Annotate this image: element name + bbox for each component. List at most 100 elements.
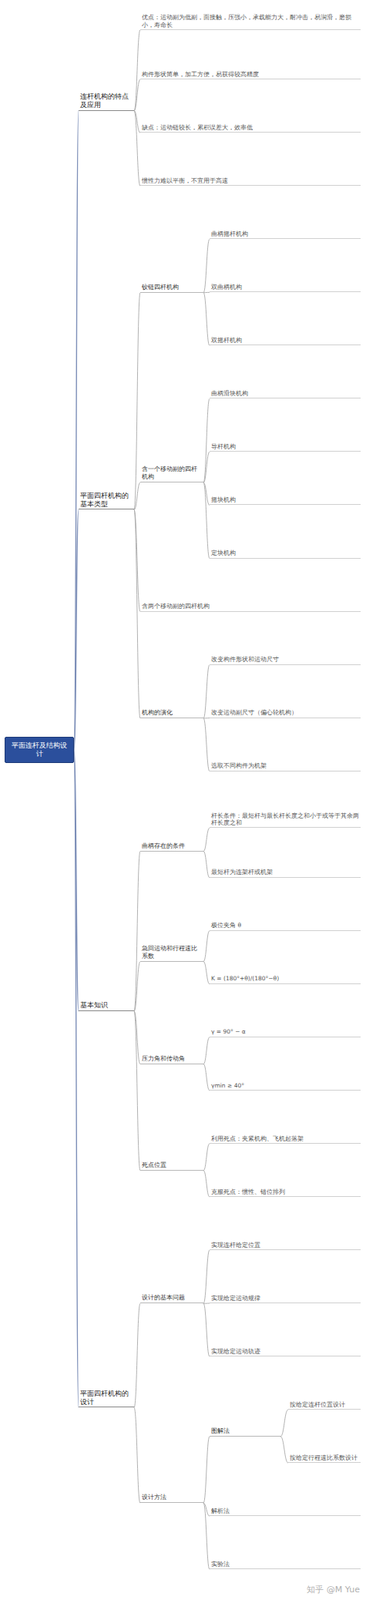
topic-text: γmin ≥ 40° bbox=[211, 1081, 360, 1089]
topic-text: 选取不同构件为机架 bbox=[211, 762, 360, 769]
sub-topic: 平面四杆机构的基本类型 bbox=[78, 490, 135, 510]
sub-topic: 图解法 bbox=[209, 1426, 281, 1437]
leaf-topic: 定块机构 bbox=[209, 548, 361, 558]
sub-topic: 含一个移动副的四杆机构 bbox=[140, 464, 204, 483]
branch-line bbox=[203, 1037, 210, 1065]
topic-text: 设计方法 bbox=[141, 1493, 202, 1501]
branch-line bbox=[134, 851, 141, 1011]
branch-line bbox=[203, 664, 210, 719]
branch-line bbox=[73, 749, 79, 1407]
leaf-topic: 按给定连杆位置设计 bbox=[288, 1400, 361, 1410]
leaf-topic: K = (180°+θ)/(180°−θ) bbox=[209, 973, 361, 984]
topic-text: 实现给定运动轨迹 bbox=[211, 1347, 360, 1355]
topic-text: 导杆机构 bbox=[211, 443, 360, 450]
topic-text: 按给定行程速比系数设计 bbox=[289, 1453, 360, 1461]
branch-line bbox=[73, 509, 79, 749]
branch-line bbox=[203, 930, 210, 962]
leaf-topic: 按给定行程速比系数设计 bbox=[288, 1453, 361, 1463]
branch-line bbox=[280, 1409, 289, 1437]
branch-line bbox=[203, 398, 210, 483]
topic-text: 改变运动副尺寸（偏心轮机构） bbox=[211, 708, 360, 716]
topic-text: 缺点：运动链较长，累积误差大，效率低 bbox=[141, 124, 360, 131]
branch-line bbox=[203, 961, 210, 984]
leaf-topic: 曲柄滑块机构 bbox=[209, 389, 361, 399]
topic-text: 机构的演化 bbox=[141, 708, 202, 717]
topic-text: 利用死点：夹紧机构、飞机起落架 bbox=[211, 1134, 360, 1142]
leaf-topic: 改变构件形状和运动尺寸 bbox=[209, 654, 361, 665]
leaf-topic: 实现给定运动轨迹 bbox=[209, 1346, 361, 1357]
topic-text: 死点位置 bbox=[141, 1161, 202, 1169]
branch-line bbox=[134, 110, 141, 187]
leaf-topic: 双摇杆机构 bbox=[209, 335, 361, 346]
sub-topic: 设计方法 bbox=[140, 1492, 204, 1503]
central-topic: 平面连杆及结构设计 bbox=[4, 736, 74, 764]
leaf-topic: 惯性力难以平衡，不宜用于高速 bbox=[140, 176, 361, 186]
branch-line bbox=[203, 1502, 210, 1569]
branch-line bbox=[203, 1302, 210, 1304]
branch-line bbox=[203, 827, 210, 851]
leaf-topic: 改变运动副尺寸（偏心轮机构） bbox=[209, 708, 361, 718]
branch-line bbox=[280, 1436, 289, 1463]
branch-line bbox=[203, 718, 210, 772]
leaf-topic: 摇块机构 bbox=[209, 495, 361, 505]
sub-topic: 曲柄存在的条件 bbox=[140, 841, 204, 852]
branch-line bbox=[203, 238, 210, 293]
branch-line bbox=[134, 509, 141, 719]
leaf-topic: 缺点：运动链较长，累积误差大，效率低 bbox=[140, 123, 361, 133]
topic-text: 曲柄滑块机构 bbox=[211, 389, 360, 397]
branch-line bbox=[203, 1170, 210, 1197]
sub-topic: 死点位置 bbox=[140, 1160, 204, 1171]
branch-line bbox=[134, 482, 141, 510]
topic-text: 双摇杆机构 bbox=[211, 336, 360, 344]
topic-text: 含一个移动副的四杆机构 bbox=[141, 465, 202, 481]
branch-line bbox=[203, 1249, 210, 1303]
sub-topic: 压力角和传动角 bbox=[140, 1054, 204, 1065]
topic-text: 实现给定运动规律 bbox=[211, 1294, 360, 1302]
topic-text: 曲柄存在的条件 bbox=[141, 842, 202, 850]
branch-line bbox=[203, 1302, 210, 1357]
leaf-topic: γmin ≥ 40° bbox=[209, 1081, 361, 1091]
topic-text: 实验法 bbox=[211, 1560, 360, 1568]
topic-text: 铰链四杆机构 bbox=[141, 283, 202, 292]
branch-line bbox=[203, 292, 210, 346]
topic-text: 急回运动和行程速比系数 bbox=[141, 944, 202, 961]
topic-text: 按给定连杆位置设计 bbox=[289, 1400, 360, 1408]
topic-text: 惯性力难以平衡，不宜用于高速 bbox=[141, 177, 360, 185]
topic-text: 含两个移动副的四杆机构 bbox=[141, 602, 360, 610]
branch-line bbox=[134, 1010, 141, 1171]
leaf-topic: 优点：运动副为低副，面接触，压强小，承载能力大，耐冲击，易润滑，磨损小，寿命长 bbox=[140, 13, 361, 31]
branch-line bbox=[134, 1406, 141, 1503]
leaf-topic: 实验法 bbox=[209, 1559, 361, 1569]
topic-text: 压力角和传动角 bbox=[141, 1054, 202, 1063]
branch-line bbox=[73, 110, 79, 750]
topic-text: 设计的基本问题 bbox=[141, 1293, 202, 1302]
branch-line bbox=[203, 717, 210, 719]
topic-text: γ = 90° − α bbox=[211, 1027, 360, 1035]
topic-text: 杆长条件：最短杆与最长杆长度之和小于或等于其余两杆长度之和 bbox=[211, 812, 360, 827]
branch-line bbox=[134, 79, 141, 111]
topic-text: 最短杆为连架杆或机架 bbox=[211, 868, 360, 876]
branch-line bbox=[203, 1064, 210, 1091]
topic-text: 平面四杆机构的基本类型 bbox=[80, 491, 133, 508]
leaf-topic: γ = 90° − α bbox=[209, 1027, 361, 1037]
leaf-topic: 实现连杆给定位置 bbox=[209, 1240, 361, 1250]
topic-text: 平面四杆机构的设计 bbox=[80, 1389, 133, 1406]
branch-line bbox=[134, 1302, 141, 1407]
branch-line bbox=[134, 30, 141, 111]
branch-line bbox=[203, 482, 210, 558]
topic-text: 曲柄摇杆机构 bbox=[211, 230, 360, 238]
leaf-topic: 最短杆为连架杆或机架 bbox=[209, 867, 361, 877]
topic-text: 构件形状简单，加工方便，易获得较高精度 bbox=[141, 70, 360, 78]
topic-text: 克服死点：惯性、错位排列 bbox=[211, 1188, 360, 1196]
topic-text: 定块机构 bbox=[211, 549, 360, 557]
branch-line bbox=[203, 851, 210, 878]
branch-line bbox=[134, 292, 141, 511]
topic-text: 基本知识 bbox=[80, 1000, 133, 1010]
watermark: 知乎 @M Yue bbox=[306, 1583, 360, 1595]
branch-line bbox=[203, 1436, 210, 1503]
topic-text: 摇块机构 bbox=[211, 496, 360, 504]
branch-line bbox=[203, 292, 210, 293]
topic-text: 图解法 bbox=[211, 1427, 279, 1435]
topic-text: 改变构件形状和运动尺寸 bbox=[211, 655, 360, 663]
leaf-topic: 导杆机构 bbox=[209, 442, 361, 452]
